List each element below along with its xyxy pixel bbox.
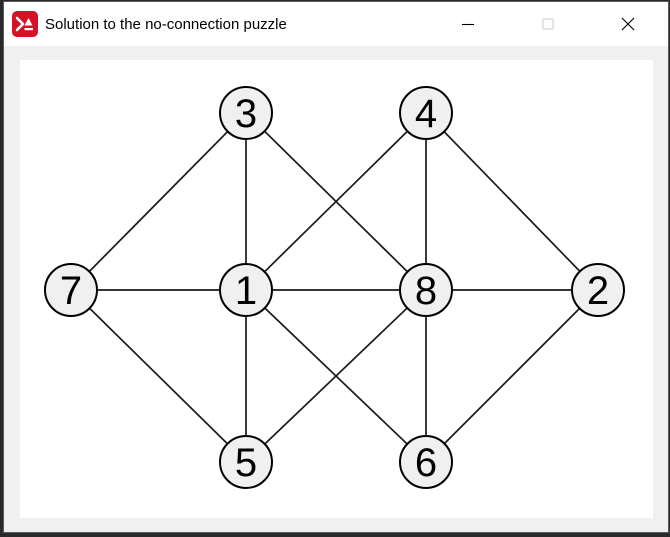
graph-node-2 [570,263,625,317]
graph-node-label-5: 5 [234,441,256,485]
graph-node-7 [43,263,98,317]
graph-edge-3-7 [69,112,247,291]
titlebar[interactable]: Solution to the no-connection puzzle [4,2,668,46]
close-button[interactable] [588,2,668,46]
graph-edge-2-6 [424,289,599,463]
graph-node-4 [398,86,453,140]
graph-edge-4-1 [244,112,427,291]
graph-node-label-1: 1 [234,269,256,313]
caption-controls [428,2,668,46]
graph-node-label-8: 8 [414,269,436,313]
graph-canvas: 3 4 7 1 8 2 5 6 [19,60,653,518]
graph-node-6 [398,435,453,489]
graph-edge-7-5 [69,289,247,463]
terminal-app-icon[interactable] [12,11,38,37]
minimize-button[interactable] [428,2,508,46]
graph-node-1 [218,263,273,317]
window-content: 3 4 7 1 8 2 5 6 [4,46,668,532]
graph-node-8 [398,263,453,317]
graph-node-label-7: 7 [59,269,81,313]
window-title: Solution to the no-connection puzzle [45,15,287,33]
graph-node-label-4: 4 [414,92,436,136]
graph-node-5 [218,435,273,489]
maximize-icon [542,18,554,30]
graph-edge-4-2 [424,112,599,291]
terminal-app-icon-glyph [12,11,38,37]
close-icon [621,17,635,31]
graph-node-label-3: 3 [234,92,256,136]
graph-edge-8-5 [244,289,427,463]
maximize-button [508,2,588,46]
app-window: Solution to the no-connection puzzle [3,1,669,533]
graph-node-label-2: 2 [586,269,608,313]
graph-node-label-6: 6 [414,441,436,485]
graph-node-3 [218,86,273,140]
minimize-icon [462,23,474,26]
graph-svg: 3 4 7 1 8 2 5 6 [43,86,625,489]
